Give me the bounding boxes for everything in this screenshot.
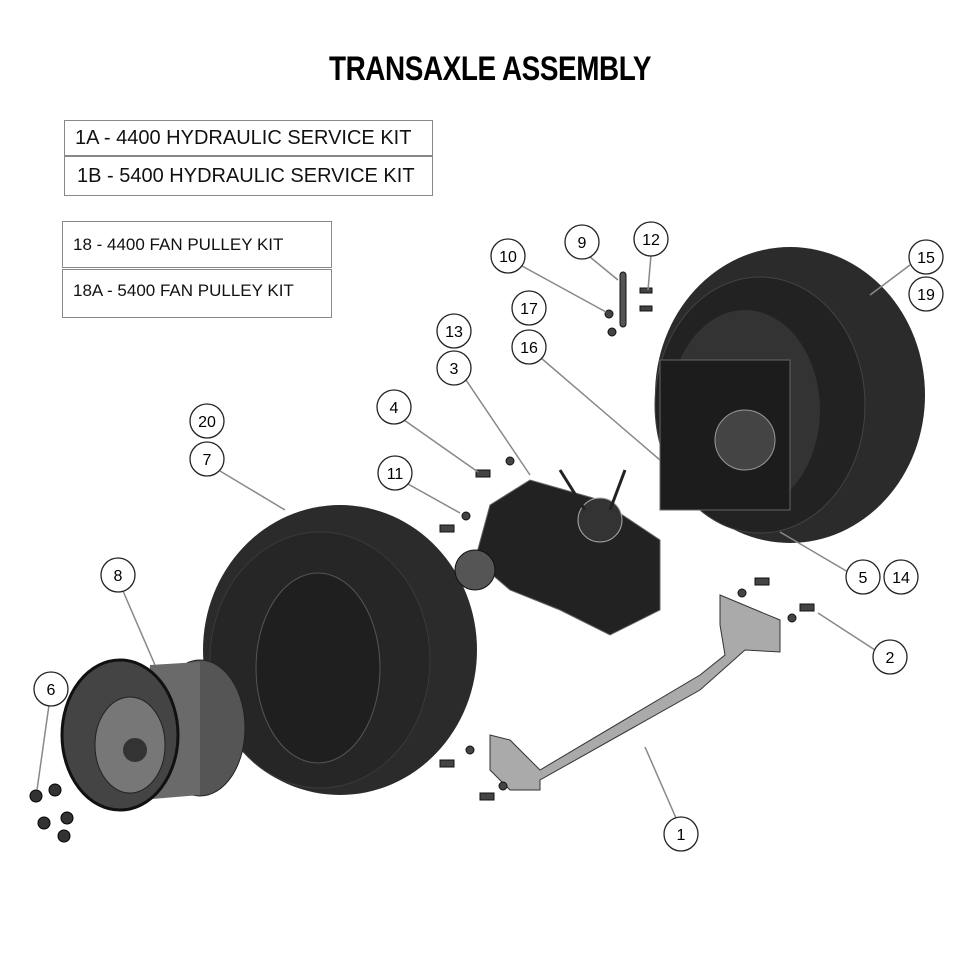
callout-number: 1 bbox=[677, 827, 686, 844]
left-tire bbox=[203, 505, 477, 795]
callout-number: 15 bbox=[917, 250, 935, 267]
callout-17: 17 bbox=[511, 290, 547, 326]
kit-label-1b: 1B - 5400 HYDRAULIC SERVICE KIT bbox=[64, 156, 433, 196]
wheel-rim bbox=[60, 658, 246, 812]
callouts: 15 19 9 12 10 17 16 13 3 4 11 20 7 8 6 5 14 2 1 bbox=[33, 221, 944, 852]
callout-6: 6 bbox=[33, 671, 69, 707]
callout-15: 15 bbox=[908, 239, 944, 275]
fasteners bbox=[439, 271, 815, 801]
callout-12: 12 bbox=[633, 221, 669, 257]
callout-number: 7 bbox=[203, 452, 212, 469]
frame-bracket bbox=[489, 594, 781, 791]
callout-number: 17 bbox=[520, 301, 538, 318]
callout-10: 10 bbox=[490, 238, 526, 274]
callout-number: 14 bbox=[892, 570, 910, 587]
callout-8: 8 bbox=[100, 557, 136, 593]
transaxle bbox=[454, 469, 661, 636]
callout-number: 9 bbox=[578, 235, 587, 252]
callout-20: 20 bbox=[189, 403, 225, 439]
callout-16: 16 bbox=[511, 329, 547, 365]
callout-number: 5 bbox=[859, 570, 868, 587]
callout-5: 5 bbox=[845, 559, 881, 595]
callout-number: 19 bbox=[917, 287, 935, 304]
callout-1: 1 bbox=[663, 816, 699, 852]
callout-4: 4 bbox=[376, 389, 412, 425]
callout-19: 19 bbox=[908, 276, 944, 312]
right-tire bbox=[654, 247, 925, 543]
callout-11: 11 bbox=[377, 455, 413, 491]
callout-number: 16 bbox=[520, 340, 538, 357]
callout-number: 11 bbox=[387, 466, 404, 483]
leader-lines bbox=[36, 254, 911, 819]
callout-7: 7 bbox=[189, 441, 225, 477]
callout-number: 6 bbox=[47, 682, 56, 699]
callout-number: 13 bbox=[445, 324, 463, 341]
callout-3: 3 bbox=[436, 350, 472, 386]
page-title: TRANSAXLE ASSEMBLY bbox=[328, 50, 652, 88]
callout-14: 14 bbox=[883, 559, 919, 595]
callout-number: 4 bbox=[390, 400, 399, 417]
kit-label-1a: 1A - 4400 HYDRAULIC SERVICE KIT bbox=[64, 120, 433, 156]
lug-nuts bbox=[29, 783, 74, 843]
callout-9: 9 bbox=[564, 224, 600, 260]
callout-13: 13 bbox=[436, 313, 472, 349]
callout-number: 3 bbox=[450, 361, 459, 378]
callout-number: 10 bbox=[499, 249, 517, 266]
callout-number: 2 bbox=[886, 650, 895, 667]
callout-number: 8 bbox=[114, 568, 123, 585]
kit-label-18: 18 - 4400 FAN PULLEY KIT bbox=[62, 221, 332, 268]
callout-number: 20 bbox=[198, 414, 216, 431]
kit-label-18a: 18A - 5400 FAN PULLEY KIT bbox=[62, 269, 332, 318]
callout-2: 2 bbox=[872, 639, 908, 675]
callout-number: 12 bbox=[642, 232, 660, 249]
